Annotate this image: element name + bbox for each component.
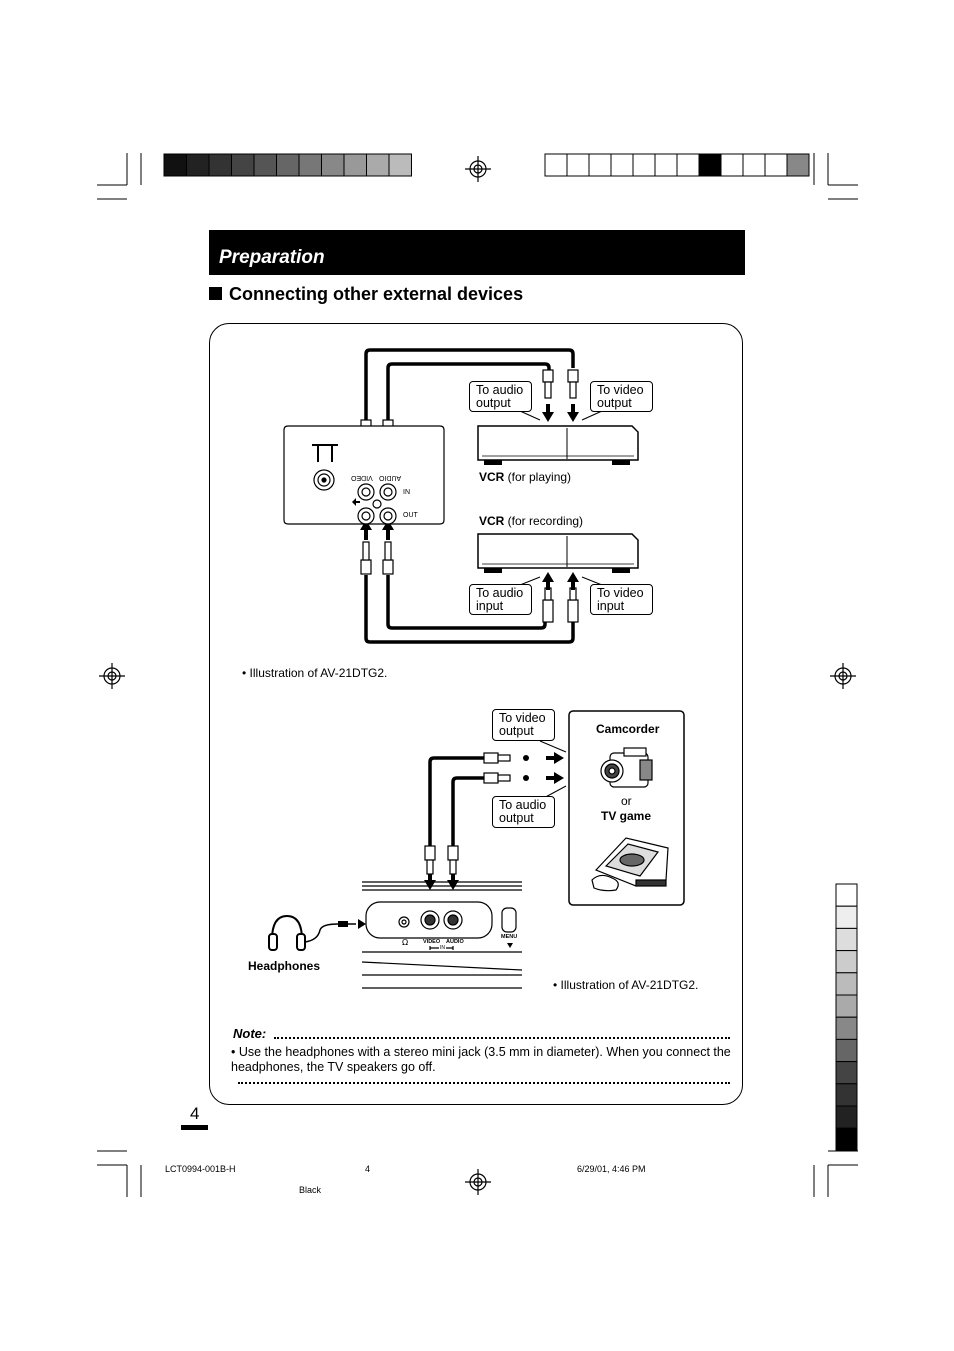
footer-code: LCT0994-001B-H <box>165 1164 236 1174</box>
callout-to-audio-output: To audio output <box>469 381 532 412</box>
front-video-label: VIDEO <box>423 939 441 945</box>
svg-text:Ω: Ω <box>402 938 408 947</box>
headphones-label: Headphones <box>248 959 321 973</box>
footer-page: 4 <box>365 1164 371 1174</box>
or-label: or <box>621 794 632 808</box>
illustration-note-top: • Illustration of AV-21DTG2. <box>242 666 388 680</box>
tv-game-icon <box>591 837 669 892</box>
section-title-text: Connecting other external devices <box>229 284 524 304</box>
square-bullet-icon <box>209 287 222 300</box>
page-number-bar <box>181 1125 208 1130</box>
front-audio-label: AUDIO <box>446 939 464 945</box>
vcr-playing-bold: VCR <box>479 470 505 484</box>
page-number: 4 <box>190 1104 200 1123</box>
callout-to-video-output: To video output <box>590 381 653 412</box>
content-frame <box>209 323 743 1105</box>
vcr-playing-label: VCR (for playing) <box>479 470 571 484</box>
headphones-icon <box>268 914 306 951</box>
vcr-playing-rest: (for playing) <box>504 470 572 484</box>
page-title: Preparation <box>219 247 325 268</box>
callout-to-video-input: To video input <box>590 584 653 615</box>
vcr-recording-rest: (for recording) <box>504 514 584 528</box>
vcr-recording-bold: VCR <box>479 514 505 528</box>
note-body: • Use the headphones with a stereo mini … <box>231 1045 731 1074</box>
tv-game-label: TV game <box>601 809 652 823</box>
vcr-recording-label: VCR (for recording) <box>479 514 583 528</box>
color-bar-swatch <box>786 153 810 177</box>
camcorder-icon <box>600 747 653 788</box>
side-bar-swatch <box>835 1127 858 1151</box>
callout-bottom-to-video-output: To video output <box>492 709 555 741</box>
panel-in-label: IN <box>403 489 410 496</box>
footer-datetime: 6/29/01, 4:46 PM <box>577 1164 646 1174</box>
front-in-label: IN <box>439 945 446 951</box>
color-bar-swatch <box>388 153 412 177</box>
callout-to-audio-input: To audio input <box>469 584 532 615</box>
section-title: Connecting other external devices <box>209 284 523 305</box>
footer-color: Black <box>299 1185 322 1195</box>
camcorder-label: Camcorder <box>596 722 660 736</box>
note-title: Note: <box>233 1026 267 1041</box>
illustration-note-bottom: • Illustration of AV-21DTG2. <box>553 978 699 992</box>
note-divider <box>274 1037 730 1039</box>
note-end-divider <box>238 1082 730 1084</box>
panel-out-label: OUT <box>403 512 418 519</box>
callout-bottom-to-audio-output: To audio output <box>492 796 555 828</box>
header-bar <box>209 230 745 275</box>
tv-front-panel <box>361 881 523 989</box>
front-menu-label: MENU <box>501 934 518 940</box>
